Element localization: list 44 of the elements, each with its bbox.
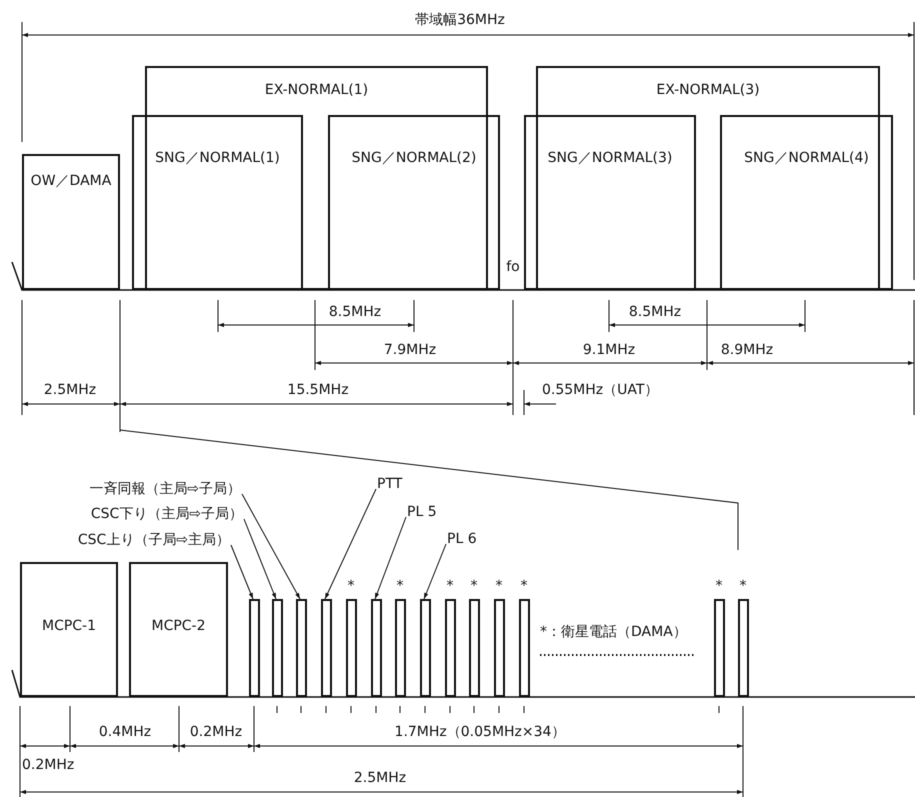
asterisk-mark: * bbox=[496, 578, 502, 594]
channel-box bbox=[714, 599, 725, 697]
channel-box bbox=[494, 599, 505, 697]
band-box: OW／DAMA bbox=[22, 154, 120, 290]
dimension-label: 帯域幅36MHz bbox=[415, 12, 505, 28]
channel-box bbox=[469, 599, 480, 697]
leader-line bbox=[324, 488, 376, 600]
channel-box bbox=[738, 599, 749, 697]
asterisk-mark: * bbox=[396, 578, 404, 594]
leader-line bbox=[242, 494, 300, 600]
frequency-label: fo bbox=[506, 259, 520, 275]
channel-box bbox=[346, 599, 357, 697]
leader-line bbox=[424, 544, 446, 600]
channel-label: CSC下り（主局⇨子局） bbox=[90, 506, 243, 522]
channel-box bbox=[249, 599, 260, 697]
channel-label: PL 6 bbox=[447, 531, 477, 547]
asterisk-mark: * bbox=[348, 578, 354, 594]
band-box: SNG／NORMAL(3) bbox=[524, 115, 696, 290]
channel-box bbox=[272, 599, 283, 697]
asterisk-mark: * bbox=[446, 578, 454, 594]
channel-box bbox=[395, 599, 406, 697]
leader-line bbox=[244, 518, 276, 600]
channel-box bbox=[445, 599, 456, 697]
asterisk-mark: * bbox=[740, 578, 746, 594]
leader-line bbox=[230, 544, 254, 600]
channel-label: PL 5 bbox=[407, 504, 437, 520]
channel-box bbox=[296, 599, 307, 697]
band-box: MCPC-2 bbox=[129, 562, 228, 697]
band-box: SNG／NORMAL(2) bbox=[328, 115, 500, 290]
channel-label: PTT bbox=[377, 476, 402, 492]
channel-box bbox=[420, 599, 431, 697]
channel-label: CSC上り（子局⇨主局） bbox=[78, 532, 230, 548]
band-box: SNG／NORMAL(4) bbox=[720, 115, 893, 290]
leader-line bbox=[374, 516, 406, 600]
channel-box bbox=[371, 599, 382, 697]
legend-note: *：衛星電話（DAMA） bbox=[540, 624, 687, 640]
band-box: SNG／NORMAL(1) bbox=[132, 115, 303, 290]
asterisk-mark: * bbox=[470, 578, 478, 594]
channel-label: 一斉同報（主局⇨子局） bbox=[89, 481, 241, 497]
channel-box bbox=[321, 599, 332, 697]
asterisk-mark: * bbox=[520, 578, 528, 594]
asterisk-mark: * bbox=[716, 578, 722, 594]
channel-box bbox=[519, 599, 530, 697]
band-box: MCPC-1 bbox=[20, 562, 118, 697]
